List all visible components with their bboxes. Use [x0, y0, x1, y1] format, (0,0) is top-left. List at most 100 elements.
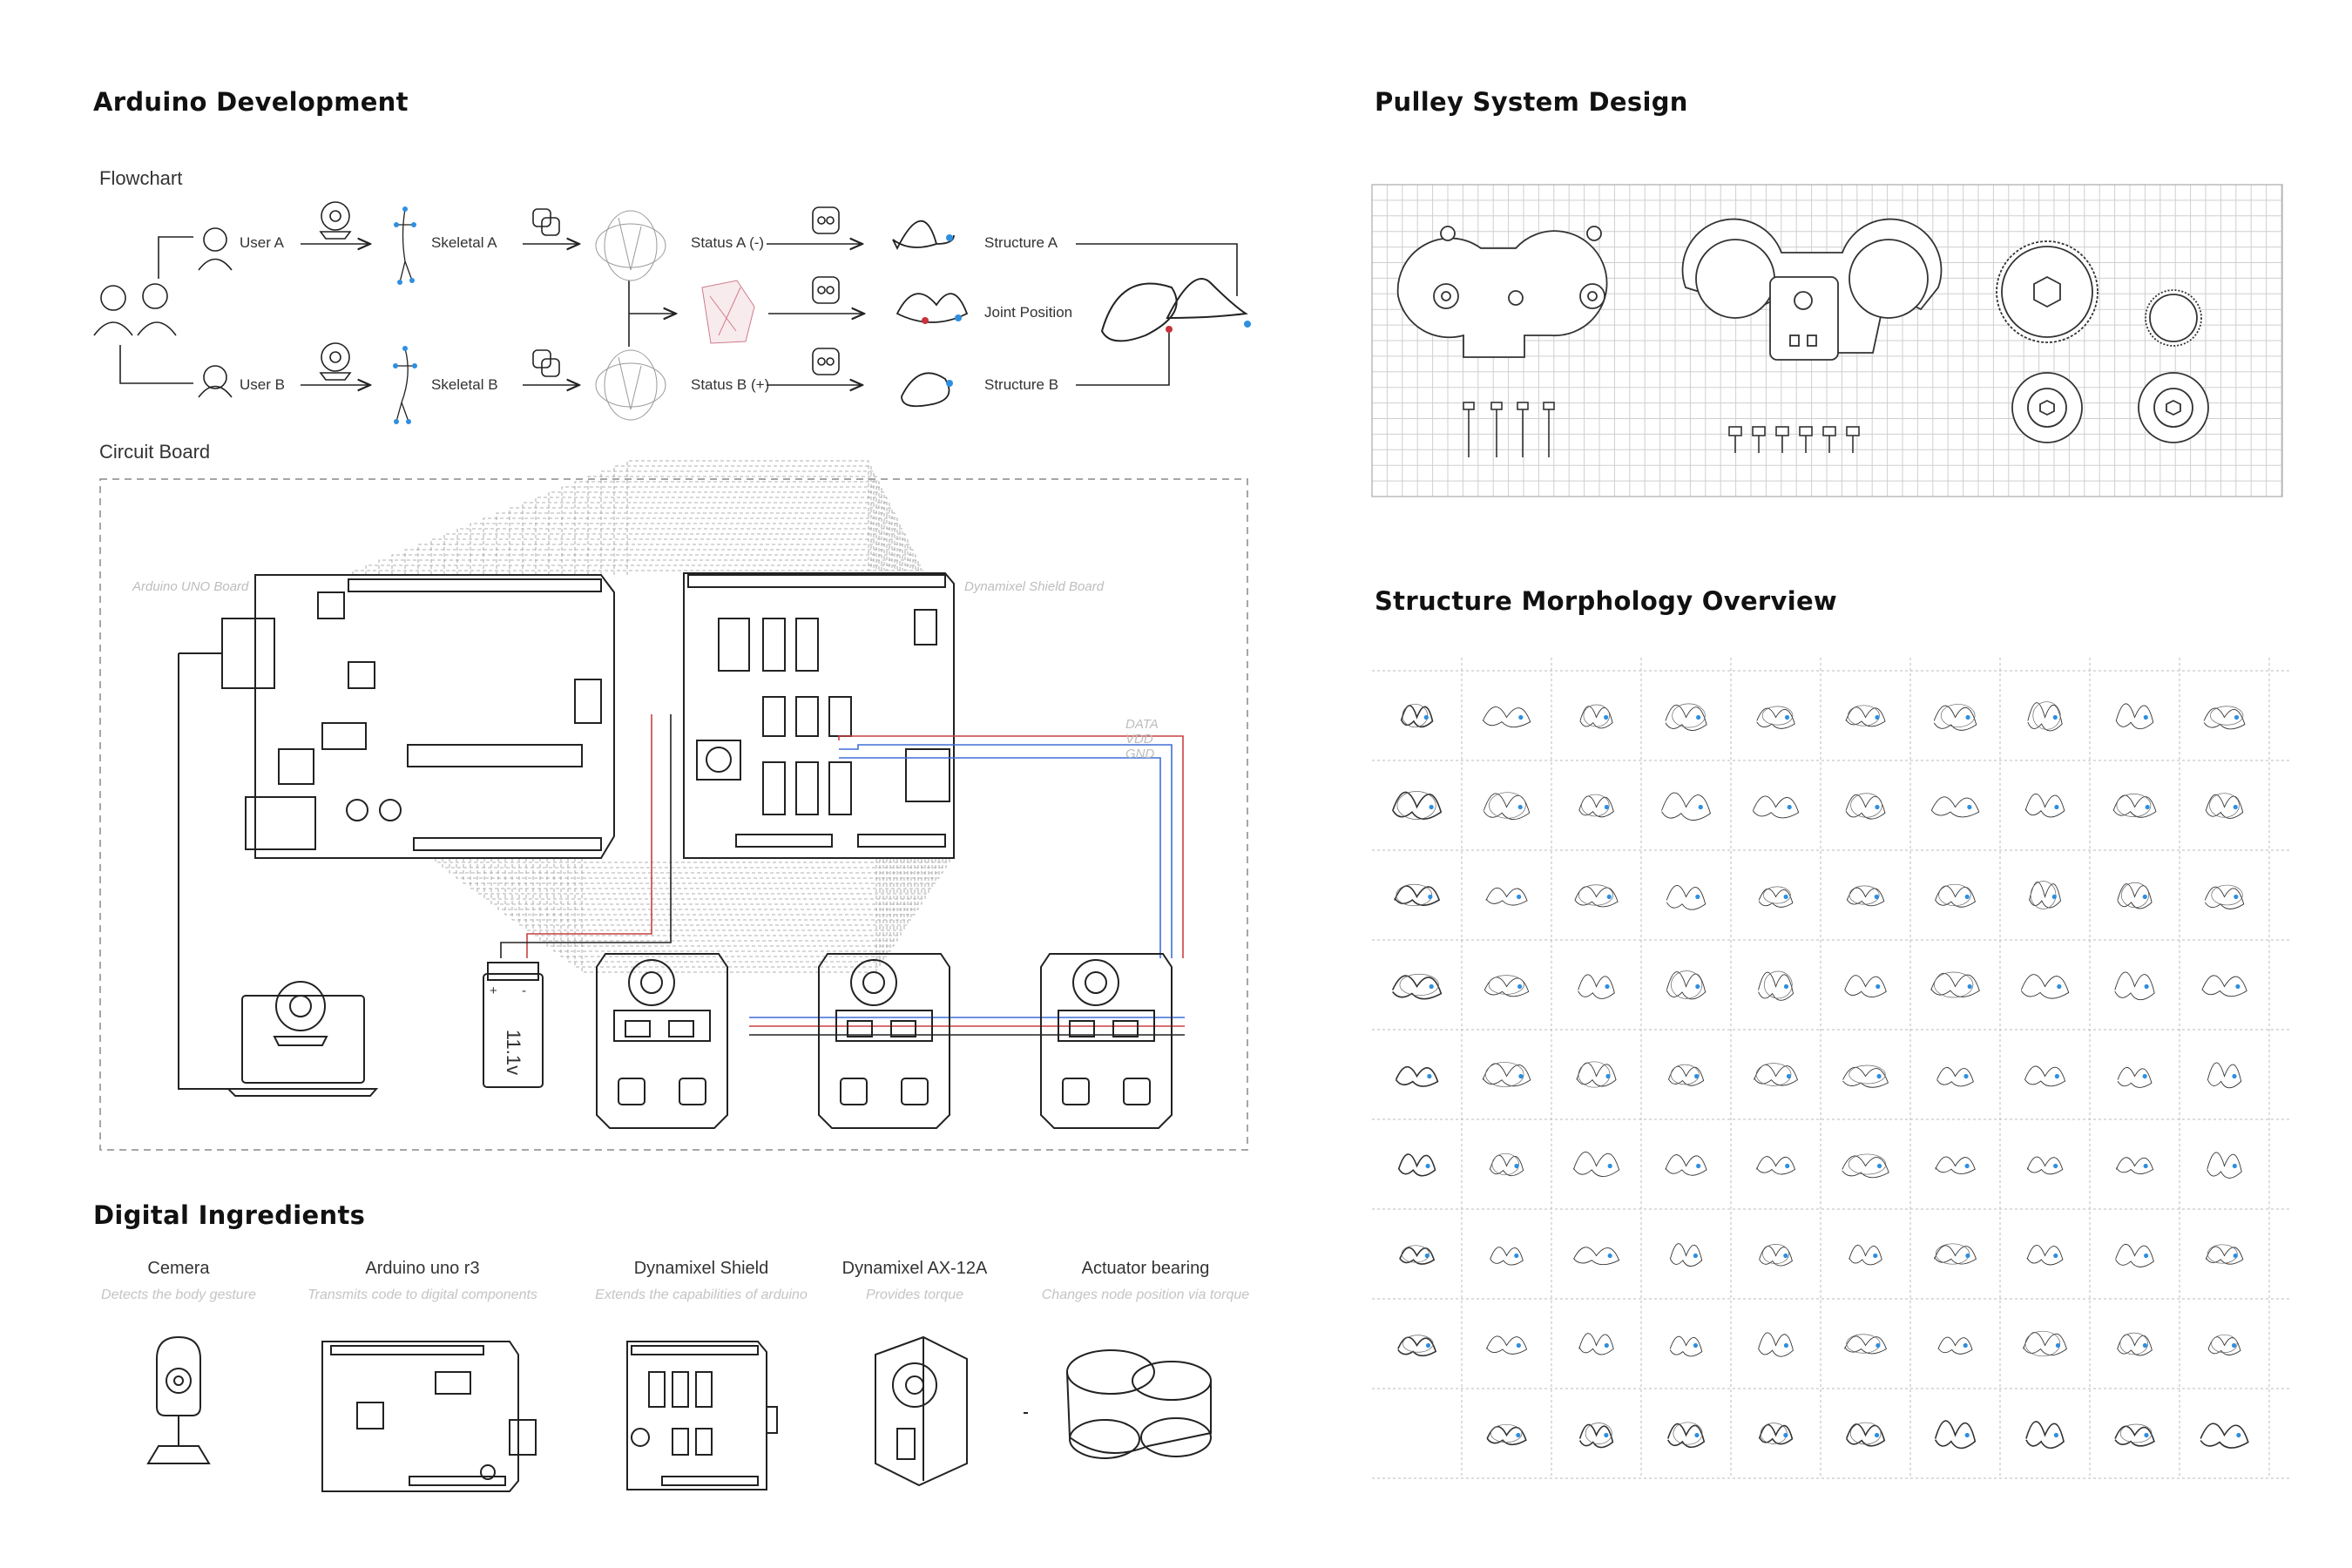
morphology-structure: [1484, 975, 1530, 997]
camera-icon-a: [319, 201, 352, 240]
circuit-title: Circuit Board: [99, 441, 211, 463]
flow-skeletal-b: Skeletal B: [431, 376, 498, 393]
morphology-structure: [1400, 703, 1434, 728]
morphology-structure: [1756, 706, 1795, 729]
ingredient-title-bearing: Actuator bearing: [1081, 1259, 1210, 1278]
morphology-structure: [1572, 1247, 1620, 1266]
morphology-structure: [1935, 883, 1976, 908]
morphology-structure: [2023, 1330, 2067, 1357]
morphology-structure: [1846, 885, 1885, 907]
morphology-structure: [2117, 1332, 2153, 1356]
morphology-structure: [1661, 792, 1711, 821]
morphology-structure: [1758, 1332, 1794, 1357]
morphology-structure: [1574, 884, 1619, 908]
flow-user-b: User B: [240, 376, 285, 393]
morphology-structure: [1665, 703, 1707, 732]
users-group-icon: [93, 283, 177, 336]
toggle-icon-mid: [812, 276, 840, 304]
morphology-structure: [2027, 701, 2063, 732]
morphology-structure: [1665, 1154, 1707, 1176]
pulley-parts: [1396, 218, 2209, 443]
ingredient-desc-bearing: Changes node position via torque: [1041, 1288, 1250, 1302]
morphology-structure: [1667, 1064, 1705, 1086]
morphology-structure: [1486, 1423, 1527, 1446]
morphology-structure: [1669, 1335, 1703, 1357]
morphology-structure: [1845, 1422, 1886, 1447]
morphology-structure: [1666, 885, 1707, 910]
battery-plus: +: [490, 983, 497, 998]
toggle-icon-b: [812, 348, 840, 375]
morphology-structure: [1842, 1153, 1889, 1179]
servo-icon-2: [818, 953, 950, 1129]
morphology-structure: [1397, 1335, 1437, 1357]
actuator-bearing-icon: [1024, 1349, 1212, 1459]
ingredient-desc-arduino: Transmits code to digital components: [308, 1288, 537, 1302]
morphology-structure: [2201, 975, 2247, 997]
flow-structure-a: Structure A: [984, 234, 1058, 251]
flow-user-a: User A: [240, 234, 285, 251]
python-icon-b: [532, 349, 560, 377]
morphology-structure: [1485, 887, 1528, 906]
morphology-structure: [2114, 971, 2155, 1001]
morphology-structure: [1391, 973, 1443, 1000]
morphology-structure: [1845, 793, 1886, 820]
morphology-structure: [1930, 796, 1980, 818]
morphology-structure: [2020, 974, 2070, 999]
morphology-structure: [1392, 791, 1443, 820]
morphology-structure: [1937, 1336, 1973, 1355]
morphology-structure: [1578, 1333, 1614, 1355]
morphology-structure: [2207, 1152, 2242, 1179]
morphology-structure: [1666, 1422, 1706, 1449]
morphology-structure: [2024, 1065, 2066, 1087]
morphology-structure: [2204, 884, 2245, 909]
shield-board-icon: [626, 1341, 778, 1490]
ingredient-title-arduino: Arduino uno r3: [365, 1259, 480, 1278]
servo-icon-3: [1040, 953, 1173, 1129]
morphology-structure: [1844, 975, 1887, 998]
morphology-structure: [2200, 1423, 2249, 1449]
flow-joint-position: Joint Position: [984, 304, 1073, 321]
morphology-structure: [1483, 792, 1531, 821]
shield-board-label: Dynamixel Shield Board: [964, 579, 1105, 594]
ingredient-desc-camera: Detects the body gesture: [101, 1288, 256, 1302]
morphology-structure: [1756, 1156, 1796, 1175]
morphology-structure: [2115, 703, 2154, 730]
morphology-structure: [1935, 1156, 1976, 1174]
morphology-structure: [2117, 882, 2153, 909]
section-title-ingredients: Digital Ingredients: [93, 1200, 366, 1230]
morphology-structure: [2029, 881, 2061, 909]
morphology-structure: [1394, 883, 1441, 907]
morphology-structure: [1489, 1152, 1524, 1177]
morphology-structure: [1936, 1067, 1974, 1087]
python-icon-a: [532, 208, 560, 236]
morphology-structure: [2025, 1421, 2065, 1450]
morphology-structure: [2115, 1243, 2154, 1267]
morphology-structure: [1752, 795, 1800, 819]
uno-board-label: Arduino UNO Board: [132, 579, 249, 594]
morphology-structure: [1576, 1061, 1617, 1088]
servo-icon: [875, 1335, 968, 1487]
morphology-structure: [1844, 1334, 1888, 1355]
flow-skeletal-a: Skeletal A: [431, 234, 497, 251]
vdd-label: VDD: [1125, 732, 1153, 747]
morphology-structure: [2207, 1062, 2242, 1089]
morphology-structure: [1482, 1062, 1531, 1087]
flow-status-a: Status A (-): [691, 234, 765, 251]
flow-status-b: Status B (+): [691, 376, 770, 393]
battery-minus: -: [522, 983, 526, 998]
morphology-structure: [1934, 1243, 1977, 1265]
morphology-structure: [1845, 705, 1886, 727]
morphology-structure: [1758, 970, 1794, 1001]
morphology-structure: [2114, 1423, 2155, 1447]
flow-structure-b: Structure B: [984, 376, 1059, 393]
morphology-structure: [2026, 1156, 2064, 1175]
flowchart-title: Flowchart: [99, 167, 183, 189]
morphology-structure: [1578, 1423, 1614, 1449]
ingredient-desc-shield: Extends the capabilities of arduino: [595, 1288, 808, 1302]
morphology-structure: [2112, 793, 2157, 818]
morphology-structure: [1933, 704, 1977, 731]
morphology-structure: [1759, 1244, 1793, 1267]
